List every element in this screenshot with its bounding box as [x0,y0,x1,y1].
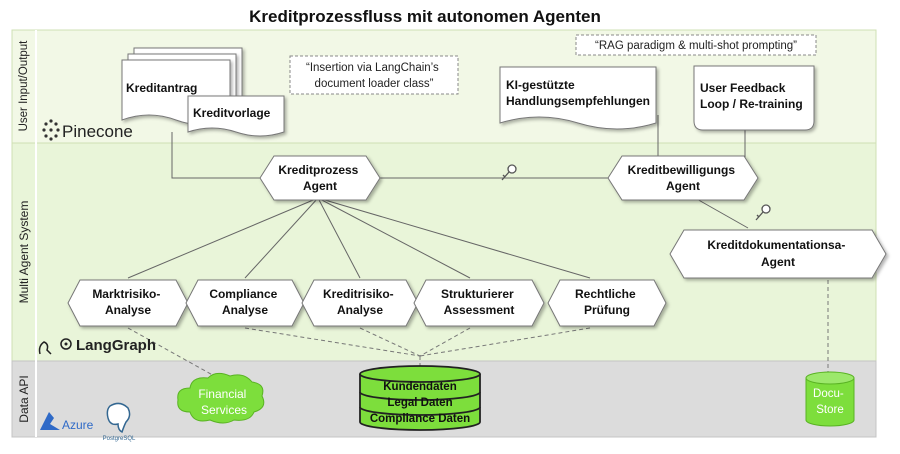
agent-kreditbewilligung: Kreditbewilligungs Agent [607,155,759,201]
dashed-compliance-to-db [244,327,421,357]
lane-label-user-io-full: User Input/Output [18,40,30,132]
connector-vorlage-to-agent [171,132,262,179]
dashed-markt-to-financial [127,327,219,379]
document-kreditantrag-label: Kreditantrag [126,81,197,95]
diagram-title: Kreditprozessfluss mit autonomen Agenten [249,7,601,26]
connector-bewilligung-to-dokumentation [694,197,749,229]
agent-kreditprozess: Kreditprozess Agent [259,155,381,201]
subagent-rechtliche: Rechtliche Prüfung [547,279,667,327]
connector-agent-sub5 [317,197,591,279]
connector-agent-sub3 [317,197,361,279]
langgraph-logo: LangGraph [38,337,156,355]
azure-wordmark: Azure [62,418,94,432]
langgraph-wordmark: LangGraph [76,337,156,354]
connector-agent-sub1 [127,197,319,279]
connectors [127,115,749,279]
agent-kreditbewilligung-label: Kreditbewilligungs Agent [628,163,739,193]
subagent-kreditrisiko: Kreditrisiko- Analyse [301,279,419,327]
note-insertion: “Insertion via LangChain’s document load… [289,55,459,95]
db-item-kundendaten: Kundendaten [383,381,456,393]
financial-services-label: Financial Services [198,387,249,417]
note-insertion-text: “Insertion via LangChain’s document load… [306,62,442,90]
document-ki-empfehlungen: KI-gestützte Handlungsempfehlungen [499,66,657,130]
lane-label-multi-agent: Multi Agent System [17,201,31,304]
financial-services-cloud: Financial Services [177,372,265,424]
agent-kreditprozess-label: Kreditprozess Agent [278,163,361,193]
note-rag: “RAG paradigm & multi-shot prompting” [575,34,817,56]
dashed-struk-to-db [419,327,471,357]
connector-agent-sub2 [244,197,319,279]
document-feedback-label: User Feedback Loop / Re-training [700,81,803,111]
document-kreditvorlage: Kreditvorlage [187,95,285,137]
lane-label-data-api: Data API [17,375,31,422]
azure-icon [40,412,60,430]
pinecone-logo: Pinecone [42,119,133,141]
subagent-rechtliche-label: Rechtliche Prüfung [575,287,639,317]
key-icon [501,164,517,181]
subagent-kreditrisiko-label: Kreditrisiko- Analyse [323,287,397,317]
azure-logo: Azure [40,412,94,432]
dashed-recht-to-db [419,327,591,357]
agent-kreditdokumentation-label: Kreditdokumentationsa- Agent [707,238,848,269]
parrot-icon [38,341,52,355]
dashed-connectors [127,280,829,379]
agent-kreditdokumentation: Kreditdokumentationsa- Agent [669,229,887,279]
docu-store-label: Docu- Store [813,388,847,416]
database-cylinder: Kundendaten Legal Daten Compliance Daten [359,365,481,431]
note-rag-text: “RAG paradigm & multi-shot prompting” [595,40,797,52]
connector-agent-sub4 [317,197,471,279]
langgraph-icon [60,338,72,350]
pinecone-icon [42,119,60,141]
subagent-compliance-label: Compliance Analyse [209,287,280,317]
docu-store-cylinder: Docu- Store [805,371,855,427]
document-ki-empfehlungen-label: KI-gestützte Handlungsempfehlungen [506,78,650,108]
postgresql-logo: PostgreSQL [103,402,136,442]
subagent-marktrisiko: Marktrisiko- Analyse [67,279,189,327]
postgresql-wordmark: PostgreSQL [103,436,136,442]
db-item-legal: Legal Daten [387,397,452,409]
document-kreditvorlage-label: Kreditvorlage [193,106,271,120]
document-feedback: User Feedback Loop / Re-training [693,65,815,131]
pinecone-wordmark: Pinecone [62,122,133,141]
postgresql-icon [106,402,131,434]
subagent-strukturierer: Strukturierer Assessment [413,279,545,327]
subagent-strukturierer-label: Strukturierer Assessment [441,287,517,317]
key-icon-2 [755,204,771,221]
subagent-marktrisiko-label: Marktrisiko- Analyse [92,287,163,317]
db-item-compliance: Compliance Daten [370,413,470,425]
subagent-compliance: Compliance Analyse [185,279,305,327]
